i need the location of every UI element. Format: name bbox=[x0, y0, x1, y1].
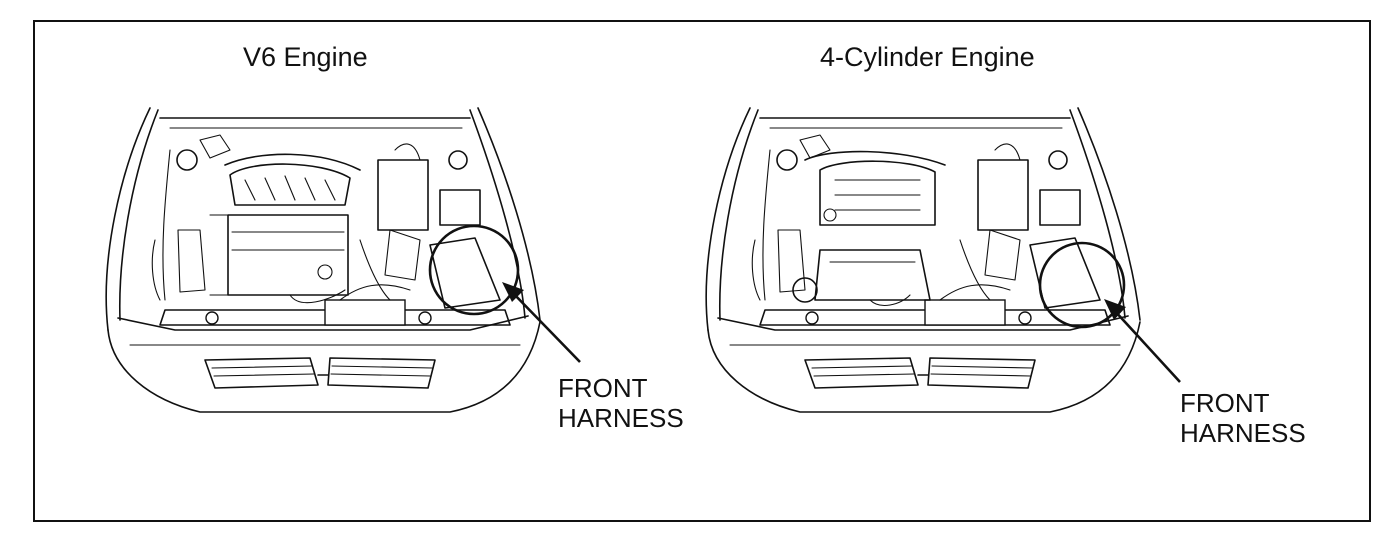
callout-arrow-v6 bbox=[511, 291, 581, 363]
callout-line-harness: HARNESS bbox=[1180, 418, 1306, 448]
callout-line-harness: HARNESS bbox=[558, 403, 684, 433]
callout-arrowhead-4cyl bbox=[1104, 299, 1126, 320]
diagram-frame bbox=[33, 20, 1371, 522]
front-harness-label-v6: FRONT HARNESS bbox=[558, 373, 684, 433]
callout-arrowhead-v6 bbox=[502, 282, 524, 302]
four-cylinder-engine-title: 4-Cylinder Engine bbox=[820, 42, 1035, 72]
v6-engine-drawing bbox=[105, 107, 581, 413]
callout-arrow-4cyl bbox=[1113, 309, 1181, 383]
front-harness-circle-4cyl bbox=[1038, 241, 1126, 329]
front-harness-label-4cyl: FRONT HARNESS bbox=[1180, 388, 1306, 448]
front-harness-circle-v6 bbox=[428, 224, 520, 316]
four-cylinder-engine-drawing bbox=[705, 107, 1181, 413]
v6-engine-title: V6 Engine bbox=[243, 42, 368, 72]
callout-line-front: FRONT bbox=[558, 373, 648, 403]
callout-line-front: FRONT bbox=[1180, 388, 1270, 418]
